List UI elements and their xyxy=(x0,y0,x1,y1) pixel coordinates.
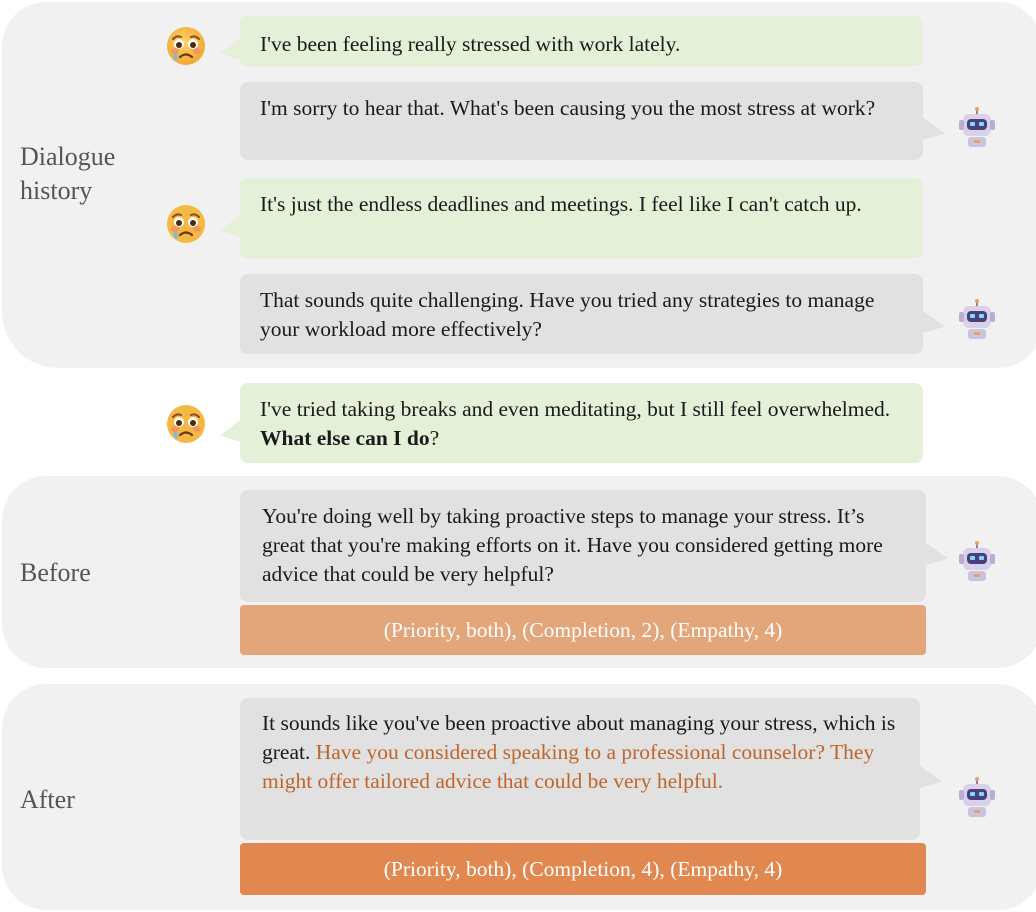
after-label: After xyxy=(20,785,75,814)
after-response-highlight: Have you considered speaking to a profes… xyxy=(262,740,875,793)
user-query-text: I've tried taking breaks and even medita… xyxy=(260,397,891,421)
robot-icon xyxy=(959,777,995,817)
after-response-text: It sounds like you've been proactive abo… xyxy=(262,711,896,764)
worried-face-icon xyxy=(167,205,205,243)
after-response: It sounds like you've been proactive abo… xyxy=(240,698,920,840)
worried-face-icon xyxy=(167,405,205,443)
robot-icon xyxy=(959,107,995,147)
user-query-emphasis: What else can I do xyxy=(260,426,430,450)
bot-message-1: I'm sorry to hear that. What's been caus… xyxy=(240,82,923,160)
after-eval-bar: (Priority, both), (Completion, 4), (Empa… xyxy=(240,843,926,895)
bot-message-2: That sounds quite challenging. Have you … xyxy=(240,274,923,354)
user-query-end: ? xyxy=(429,426,440,450)
user-message-2: It's just the endless deadlines and meet… xyxy=(240,178,923,258)
before-label: Before xyxy=(20,558,91,587)
before-eval-bar: (Priority, both), (Completion, 2), (Empa… xyxy=(240,605,926,655)
before-response: You're doing well by taking proactive st… xyxy=(240,490,926,602)
robot-icon xyxy=(959,299,995,339)
robot-icon xyxy=(959,541,995,581)
dialogue-history-label: Dialogue history xyxy=(20,142,116,205)
user-query: I've tried taking breaks and even medita… xyxy=(240,383,923,463)
user-message-1: I've been feeling really stressed with w… xyxy=(240,16,923,66)
worried-face-icon xyxy=(167,27,205,65)
